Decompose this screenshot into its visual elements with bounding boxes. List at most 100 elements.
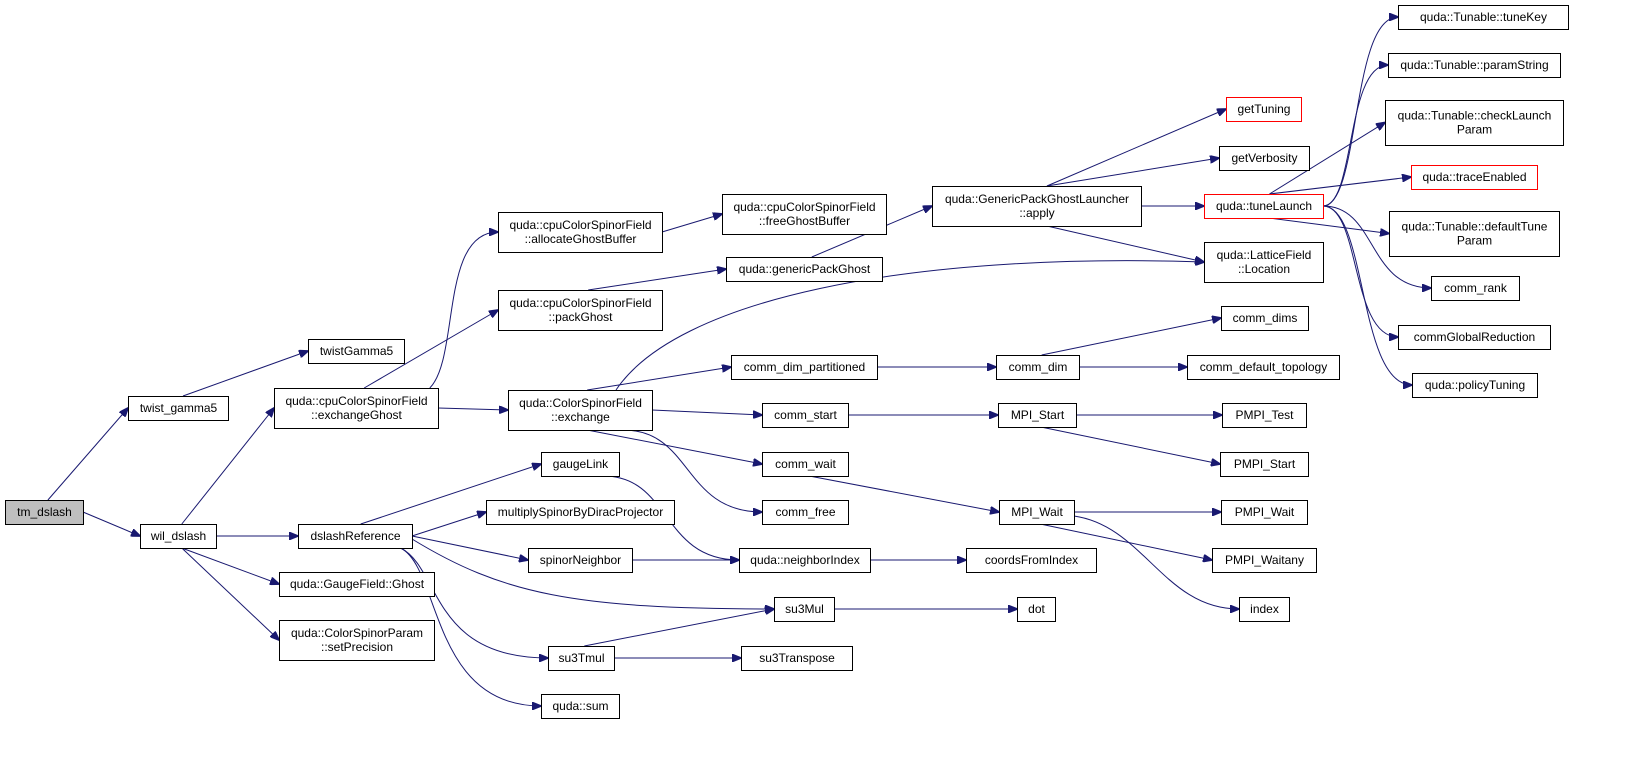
- node-comm-dim[interactable]: comm_dim: [996, 355, 1080, 380]
- node-box: [1431, 276, 1520, 301]
- node-twistgamma5[interactable]: twistGamma5: [308, 339, 405, 364]
- node-csf-exchange[interactable]: quda::ColorSpinorField::exchange: [508, 390, 653, 431]
- node-box: [1221, 306, 1309, 331]
- node-box: [1412, 373, 1538, 398]
- node-su3transpose[interactable]: su3Transpose: [741, 646, 853, 671]
- edge-tunelaunch-to-defaulttuneparam: [1269, 217, 1389, 234]
- node-label: comm_free: [775, 505, 835, 519]
- node-label: quda::neighborIndex: [750, 553, 859, 567]
- node-pmpi-start[interactable]: PMPI_Start: [1220, 452, 1309, 477]
- node-box: [274, 388, 439, 429]
- node-cpu-packghost[interactable]: quda::cpuColorSpinorField::packGhost: [498, 290, 663, 331]
- node-box: [731, 355, 878, 380]
- node-label: quda::Tunable::defaultTune: [1402, 220, 1548, 234]
- node-lf-location[interactable]: quda::LatticeField::Location: [1204, 242, 1324, 283]
- edge-twist-gamma5-to-twistgamma5: [182, 351, 308, 397]
- node-gettuning[interactable]: getTuning: [1226, 97, 1302, 122]
- node-label: quda::ColorSpinorParam: [291, 626, 423, 640]
- node-label: su3Tmul: [558, 651, 604, 665]
- node-label: comm_dim_partitioned: [744, 360, 865, 374]
- node-mpi-wait[interactable]: MPI_Wait: [999, 500, 1075, 525]
- edge-gpgl-apply-to-getverbosity: [1046, 158, 1219, 187]
- node-label: getTuning: [1238, 102, 1291, 116]
- node-paramstring[interactable]: quda::Tunable::paramString: [1388, 53, 1561, 78]
- node-comm-wait[interactable]: comm_wait: [762, 452, 849, 477]
- node-gf-ghost[interactable]: quda::GaugeField::Ghost: [279, 572, 435, 597]
- node-comm-free[interactable]: comm_free: [762, 500, 849, 525]
- node-box: [741, 646, 853, 671]
- node-traceenabled[interactable]: quda::traceEnabled: [1411, 165, 1538, 190]
- node-cpu-freeghostbuffer[interactable]: quda::cpuColorSpinorField::freeGhostBuff…: [722, 194, 887, 235]
- node-label: quda::Tunable::paramString: [1400, 58, 1548, 72]
- node-label: quda::sum: [552, 699, 608, 713]
- node-box: [1411, 165, 1538, 190]
- node-spinorneighbor[interactable]: spinorNeighbor: [528, 548, 633, 573]
- node-box: [998, 403, 1077, 428]
- node-dslashreference[interactable]: dslashReference: [298, 524, 413, 549]
- edge-csf-exchange-to-lf-location: [615, 261, 1204, 391]
- edge-tunelaunch-to-comm-rank: [1322, 205, 1431, 288]
- node-pmpi-test[interactable]: PMPI_Test: [1222, 403, 1307, 428]
- node-genericpackghost[interactable]: quda::genericPackGhost: [726, 257, 883, 282]
- node-multiplyspinorbydiracprojector[interactable]: multiplySpinorByDiracProjector: [486, 500, 675, 525]
- node-commglobalreduction[interactable]: commGlobalReduction: [1398, 325, 1551, 350]
- node-gaugelink[interactable]: gaugeLink: [541, 452, 620, 477]
- edge-csf-exchange-to-comm-wait: [587, 429, 762, 464]
- node-index[interactable]: index: [1239, 597, 1290, 622]
- node-pmpi-waitany[interactable]: PMPI_Waitany: [1212, 548, 1317, 573]
- edge-wil-dslash-to-gf-ghost: [181, 547, 279, 584]
- node-label: ::allocateGhostBuffer: [525, 232, 637, 246]
- node-box: [1221, 500, 1308, 525]
- node-box: [1204, 242, 1324, 283]
- node-label: quda::LatticeField: [1217, 248, 1312, 262]
- edge-tm-dslash-to-twist-gamma5: [47, 408, 128, 501]
- node-wil-dslash[interactable]: wil_dslash: [140, 524, 217, 549]
- node-twist-gamma5[interactable]: twist_gamma5: [128, 396, 229, 421]
- node-label: su3Mul: [785, 602, 824, 616]
- node-cpu-allocateghostbuffer[interactable]: quda::cpuColorSpinorField::allocateGhost…: [498, 212, 663, 253]
- node-box: [996, 355, 1080, 380]
- node-box: [722, 194, 887, 235]
- node-neighborindex[interactable]: quda::neighborIndex: [739, 548, 871, 573]
- node-tm-dslash[interactable]: tm_dslash: [5, 500, 84, 525]
- node-label: quda::Tunable::checkLaunch: [1398, 109, 1552, 123]
- node-getverbosity[interactable]: getVerbosity: [1219, 146, 1310, 171]
- node-comm-start[interactable]: comm_start: [762, 403, 849, 428]
- node-tunekey[interactable]: quda::Tunable::tuneKey: [1398, 5, 1569, 30]
- node-box: [1017, 597, 1056, 622]
- node-box: [1220, 452, 1309, 477]
- node-comm-dim-partitioned[interactable]: comm_dim_partitioned: [731, 355, 878, 380]
- node-box: [1226, 97, 1302, 122]
- edge-tunelaunch-to-commglobalreduction: [1322, 205, 1398, 337]
- node-label: Param: [1457, 123, 1492, 137]
- node-pmpi-wait[interactable]: PMPI_Wait: [1221, 500, 1308, 525]
- node-su3mul[interactable]: su3Mul: [774, 597, 835, 622]
- node-box: [541, 452, 620, 477]
- node-quda-sum[interactable]: quda::sum: [541, 694, 620, 719]
- node-box: [966, 548, 1097, 573]
- node-label: MPI_Wait: [1011, 505, 1063, 519]
- node-coordsfromindex[interactable]: coordsFromIndex: [966, 548, 1097, 573]
- node-comm-default-topology[interactable]: comm_default_topology: [1187, 355, 1340, 380]
- node-box: [1239, 597, 1290, 622]
- node-tunelaunch[interactable]: quda::tuneLaunch: [1204, 194, 1324, 219]
- edge-cpu-allocateghostbuffer-to-cpu-freeghostbuffer: [661, 214, 722, 233]
- node-label: comm_dim: [1009, 360, 1068, 374]
- node-label: quda::policyTuning: [1425, 378, 1525, 392]
- node-box: [308, 339, 405, 364]
- node-cpu-exchangeghost[interactable]: quda::cpuColorSpinorField::exchangeGhost: [274, 388, 439, 429]
- node-dot[interactable]: dot: [1017, 597, 1056, 622]
- node-su3tmul[interactable]: su3Tmul: [548, 646, 615, 671]
- node-comm-dims[interactable]: comm_dims: [1221, 306, 1309, 331]
- node-mpi-start[interactable]: MPI_Start: [998, 403, 1077, 428]
- node-box: [1389, 211, 1560, 257]
- node-comm-rank[interactable]: comm_rank: [1431, 276, 1520, 301]
- node-policytuning[interactable]: quda::policyTuning: [1412, 373, 1538, 398]
- node-label: PMPI_Waitany: [1225, 553, 1304, 567]
- edge-cpu-exchangeghost-to-csf-exchange: [437, 408, 508, 410]
- node-csp-setprecision[interactable]: quda::ColorSpinorParam::setPrecision: [279, 620, 435, 661]
- node-label: ::exchange: [551, 410, 610, 424]
- node-gpgl-apply[interactable]: quda::GenericPackGhostLauncher::apply: [932, 186, 1142, 227]
